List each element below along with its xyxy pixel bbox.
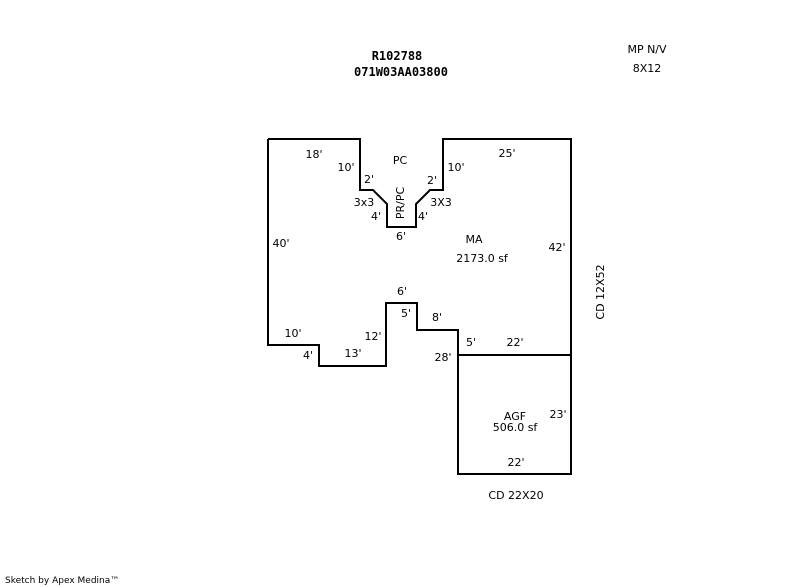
footer-credit: Sketch by Apex Medina™ [5,576,119,586]
dim-right-main: 42' [548,241,565,254]
dim-bottom-left-10: 10' [284,327,301,340]
parcel-id: R102788 [372,49,423,63]
dim-notch-right-small: 2' [427,174,437,187]
dim-left: 40' [272,237,289,250]
garage-label: AGF [504,410,526,423]
garage-outline [457,355,572,475]
dim-bottom-left-4: 4' [303,349,313,362]
cd-right-label: CD 12X52 [594,264,607,319]
mp-label: MP N/V [627,43,667,56]
dim-top-left: 18' [305,148,322,161]
dim-notch-left-3x3: 3x3 [354,196,375,209]
main-area-outline [267,138,572,367]
dim-notch-left-small: 2' [364,173,374,186]
dim-bump-5: 5' [401,307,411,320]
garage-sqft: 506.0 sf [493,421,539,434]
dim-garage-top: 22' [506,336,523,349]
dim-notch-right-vertical: 10' [447,161,464,174]
map-number: 071W03AA03800 [354,65,448,79]
main-area-label: MA [465,233,482,246]
dim-garage-bottom: 22' [507,456,524,469]
dim-bottom-12: 12' [364,330,381,343]
dim-bottom-13: 13' [344,347,361,360]
dim-top-right: 25' [498,147,515,160]
cd-bottom-label: CD 22X20 [488,489,543,502]
dim-notch-left-4: 4' [371,210,381,223]
dim-notch-right-3x3: 3X3 [430,196,452,209]
dim-garage-right: 23' [549,408,566,421]
dim-notch-left-vertical: 10' [337,161,354,174]
mp-size: 8X12 [633,62,662,75]
main-area-sqft: 2173.0 sf [456,252,509,265]
dim-bump-6: 6' [397,285,407,298]
dim-notch-right-4: 4' [418,210,428,223]
dim-step-8: 8' [432,311,442,324]
porch-label: PC [393,154,408,167]
porch-sub-label: PR/PC [394,187,407,220]
dim-step-5: 5' [466,336,476,349]
dim-garage-left: 28' [434,351,451,364]
dim-notch-bottom: 6' [396,230,406,243]
